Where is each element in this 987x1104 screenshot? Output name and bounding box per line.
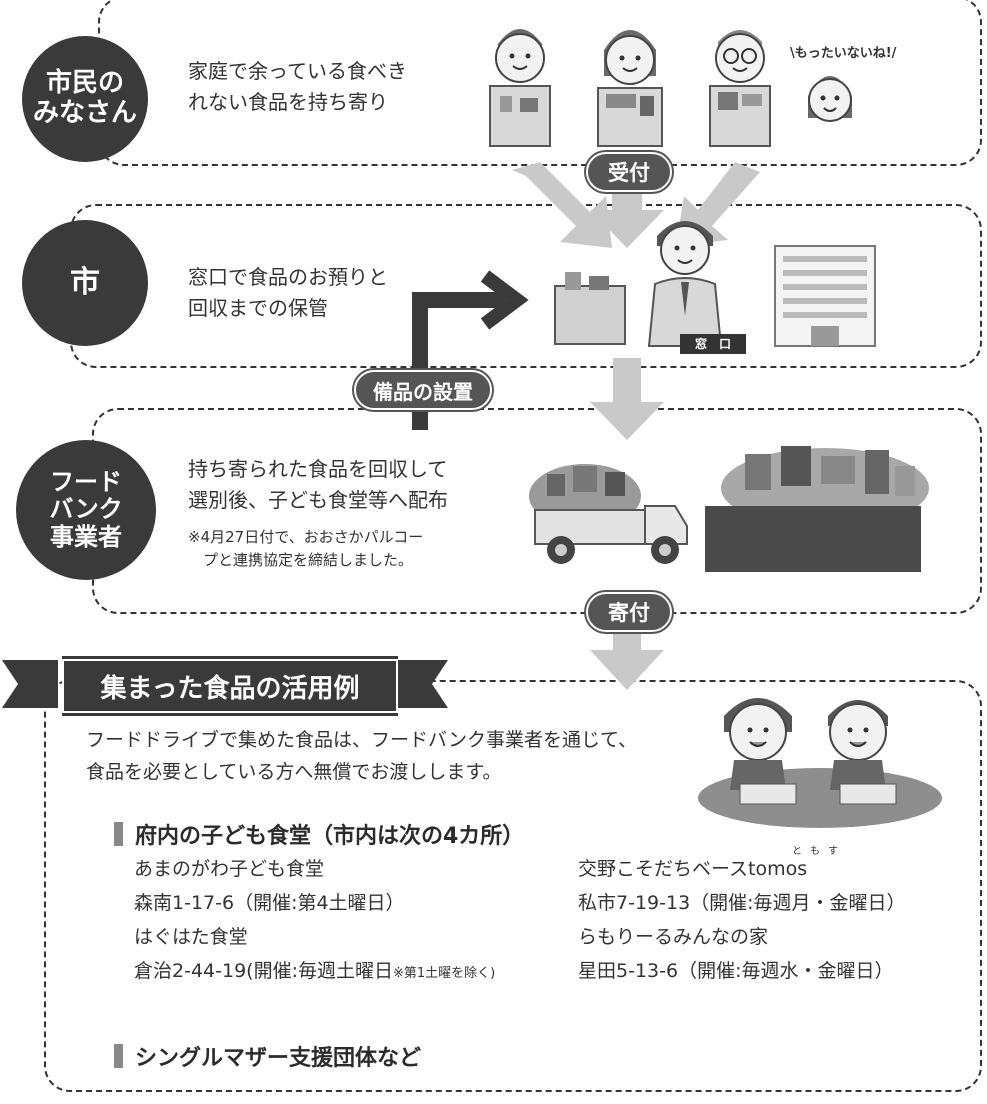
ruby-tomos: ともす	[792, 846, 846, 857]
foodbank-illustration	[529, 446, 929, 572]
places-left: あまのがわ子ども食堂 森南1-17-6（開催:第4土曜日） はぐはた食堂 倉治2…	[134, 852, 495, 991]
citizens-desc-line: れない食品を持ち寄り	[188, 90, 388, 114]
badge-foodbank-text: フード バンク 事業者	[49, 467, 123, 551]
intro-line: フードドライブで集めた食品は、フードバンク事業者を通じて、	[86, 729, 638, 751]
banner-flag-right	[398, 660, 448, 708]
place-name: らもりーるみんなの家	[578, 926, 769, 948]
heading-kids-cafeterias: 府内の子ども食堂（市内は次の4カ所）	[114, 818, 524, 850]
kids-illustration	[698, 698, 942, 828]
donation-label: 寄付	[586, 592, 672, 632]
equipment-label: 備品の設置	[354, 370, 492, 410]
place-address-note: ※第1土曜を除く)	[392, 966, 496, 981]
city-description: 窓口で食品のお預りと 回収までの保管	[188, 262, 388, 324]
foodbank-desc-line: 持ち寄られた食品を回収して	[188, 457, 448, 481]
intro-line: 食品を必要としている方へ無償でお渡しします。	[86, 761, 502, 783]
badge-city: 市	[22, 220, 148, 346]
badge-city-text: 市	[70, 264, 100, 300]
heading-single-mothers: シングルマザー支援団体など	[114, 1040, 421, 1072]
banner-flag-left	[2, 660, 58, 708]
usage-banner: 集まった食品の活用例	[62, 656, 398, 716]
city-desc-line: 回収までの保管	[188, 296, 328, 320]
usage-intro: フードドライブで集めた食品は、フードバンク事業者を通じて、 食品を必要としている…	[86, 724, 637, 788]
note-line: ※4月27日付で、おおさかパルコー	[188, 528, 424, 546]
foodbank-description: 持ち寄られた食品を回収して 選別後、子ども食堂等へ配布	[188, 454, 448, 516]
citizens-illustration	[489, 29, 852, 147]
reception-label: 受付	[586, 152, 672, 192]
agreement-note: ※4月27日付で、おおさかパルコー プと連携協定を締結しました。	[188, 526, 423, 572]
counter-sign: 窓 口	[680, 334, 746, 354]
place-address: 倉治2-44-19(開催:毎週土曜日※第1土曜を除く)	[134, 954, 495, 991]
foodbank-desc-line: 選別後、子ども食堂等へ配布	[188, 488, 448, 512]
place-address: 森南1-17-6（開催:第4土曜日）	[134, 892, 405, 914]
place-name: 交野こそだちベースtomos	[578, 858, 808, 880]
heading-kids-cafeterias-text: 府内の子ども食堂（市内は次の4カ所）	[135, 824, 525, 849]
badge-foodbank: フード バンク 事業者	[16, 440, 156, 580]
place-address-main: 倉治2-44-19(開催:毎週土曜日	[134, 960, 393, 982]
place-name: あまのがわ子ども食堂	[134, 858, 325, 880]
usage-box	[44, 680, 982, 1092]
citizens-desc-line: 家庭で余っている食べき	[188, 59, 407, 83]
city-illustration	[554, 221, 876, 347]
badge-citizens-text: 市民の みなさん	[32, 68, 137, 128]
citizens-description: 家庭で余っている食べき れない食品を持ち寄り	[188, 56, 407, 118]
place-address: 私市7-19-13（開催:毎週月・金曜日）	[578, 892, 906, 914]
city-desc-line: 窓口で食品のお預りと	[188, 265, 388, 289]
place-address: 星田5-13-6（開催:毎週水・金曜日）	[578, 960, 894, 982]
heading-bar	[114, 1044, 123, 1068]
place-name: はぐはた食堂	[134, 926, 248, 948]
speech-bubble: \もったいないね!/	[790, 46, 897, 61]
places-right: 交野こそだちベースtomos 私市7-19-13（開催:毎週月・金曜日） らもり…	[578, 852, 906, 988]
heading-single-mothers-text: シングルマザー支援団体など	[135, 1046, 422, 1071]
heading-bar	[114, 822, 123, 846]
note-line: プと連携協定を締結しました。	[188, 551, 414, 569]
badge-citizens: 市民の みなさん	[22, 36, 148, 162]
